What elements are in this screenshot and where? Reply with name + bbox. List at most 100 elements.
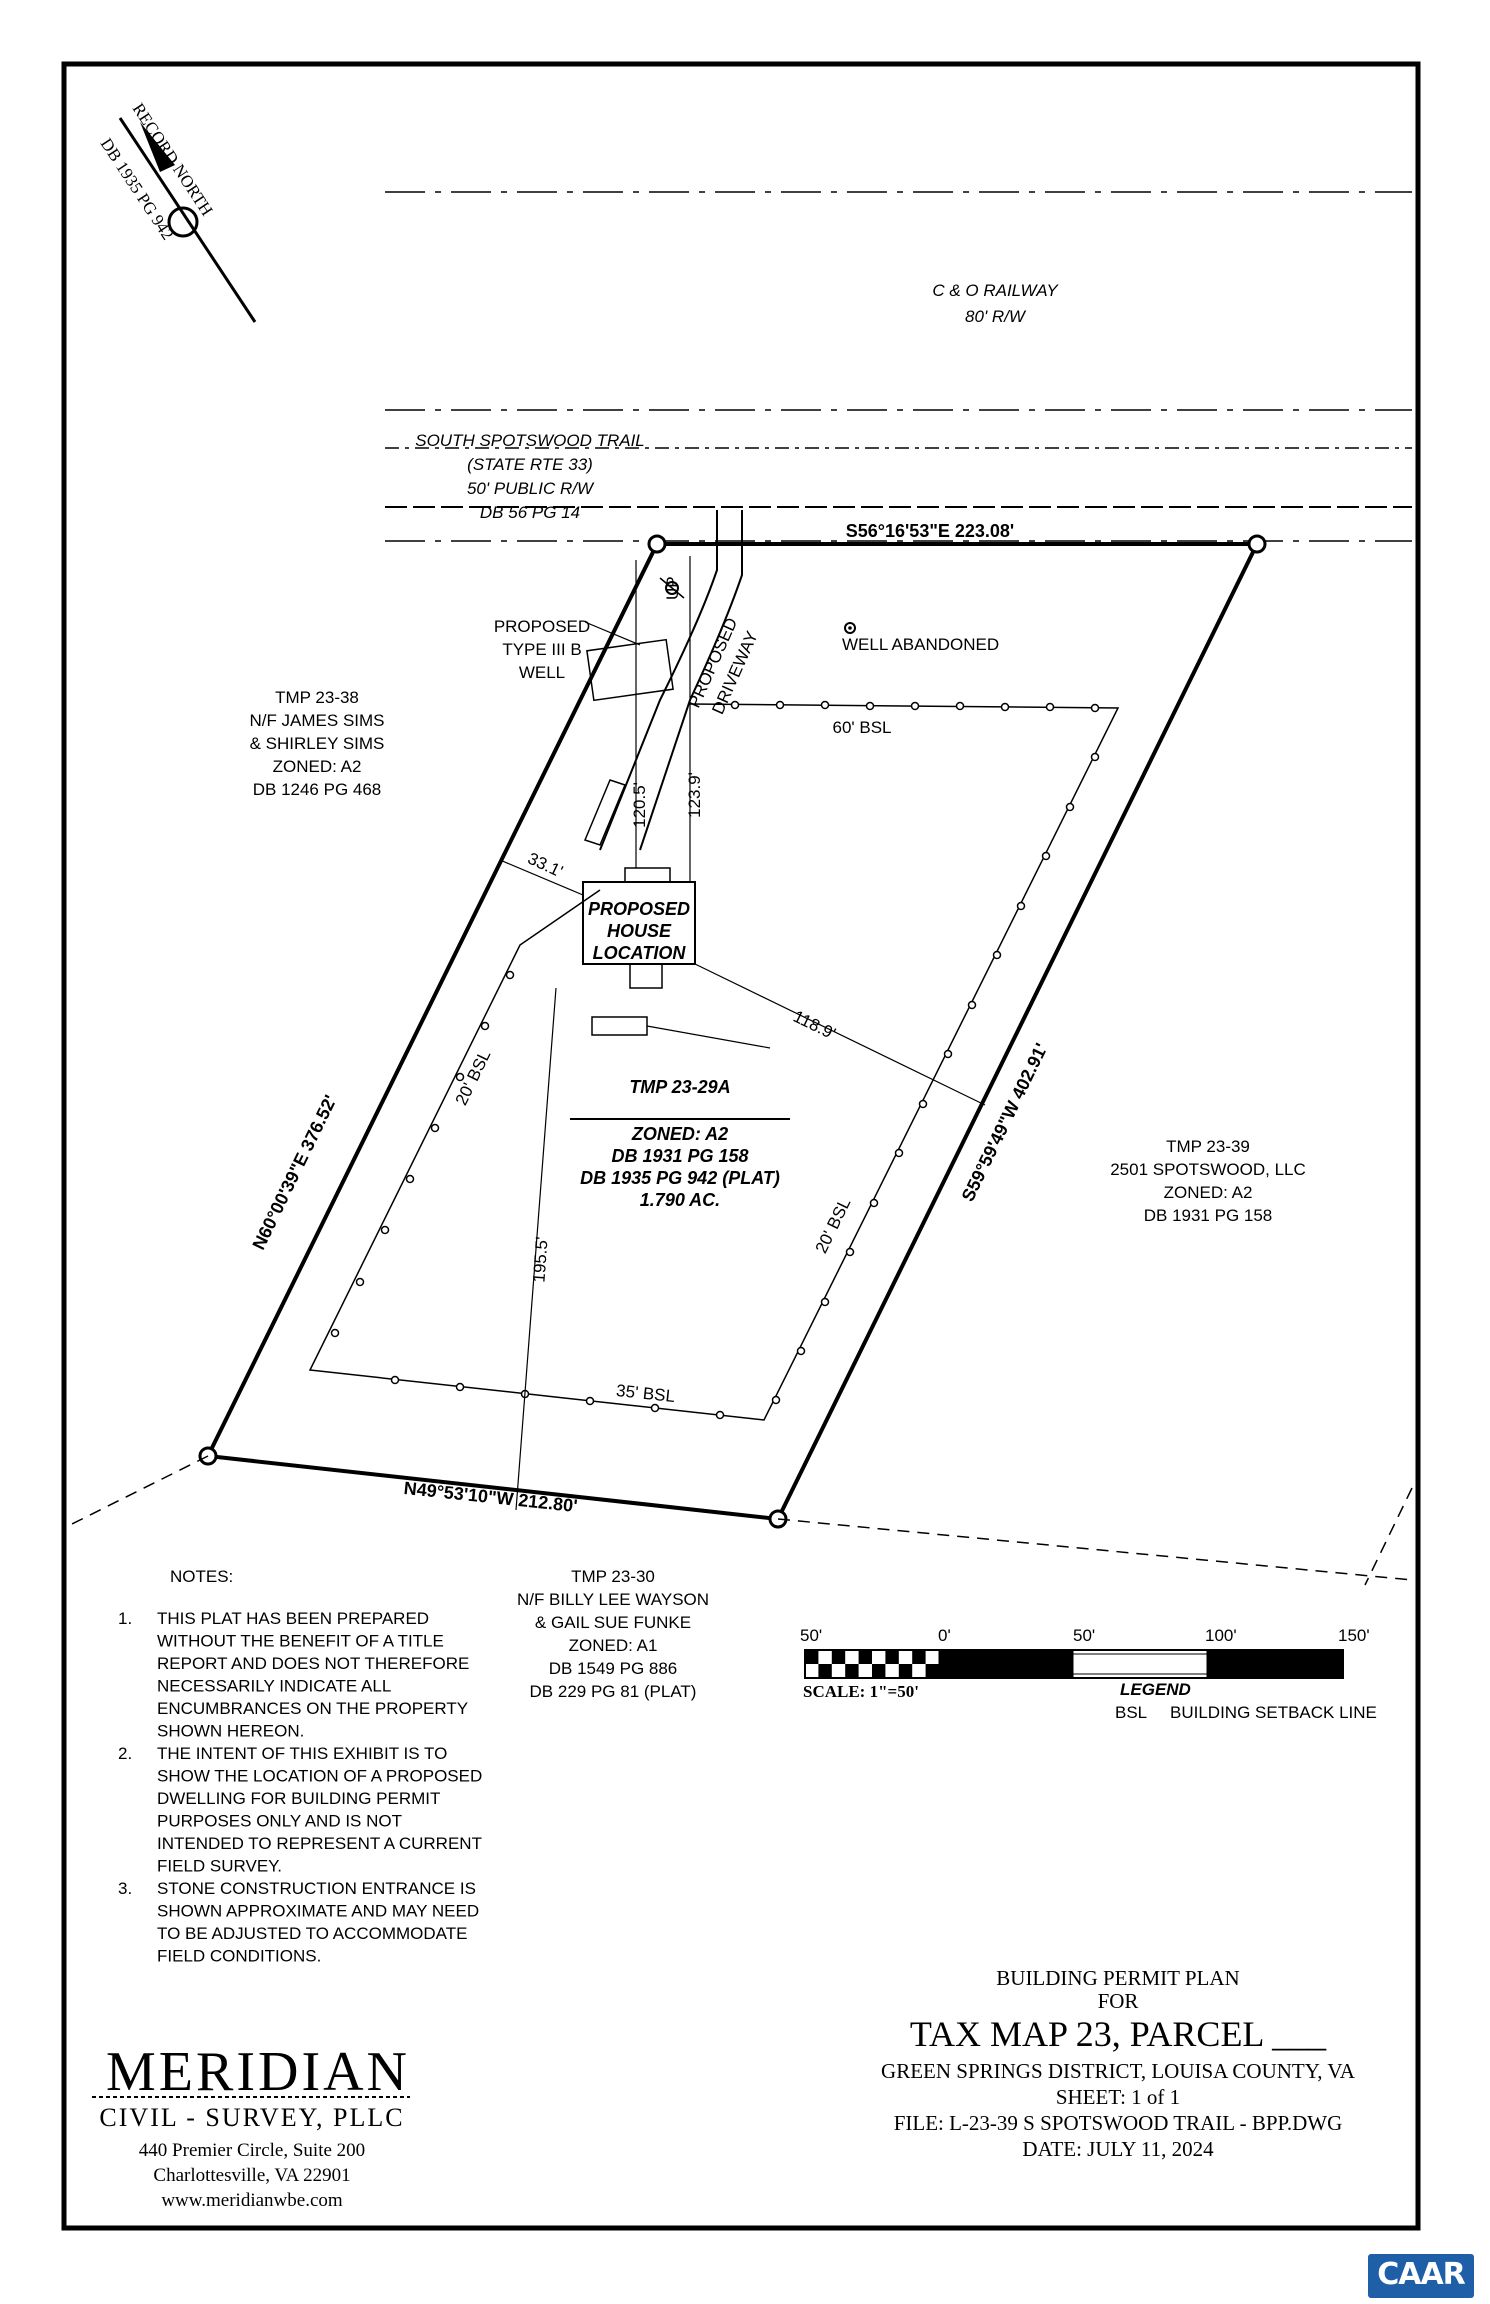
parcel-zoned: ZONED: A2 [631,1124,728,1144]
adjoining-line-east [777,1518,1413,1581]
bearing-top: S56°16'53"E 223.08' [846,521,1014,541]
scale-check [925,1664,939,1678]
caar-badge: CAAR [1368,2254,1474,2298]
adjoiner-west-line: N/F JAMES SIMS [249,711,384,730]
note-line: DWELLING FOR BUILDING PERMIT [157,1789,440,1808]
north-arrow-icon: RECORD NORTH DB 1935 PG 942 [97,100,257,323]
legend-title: LEGEND [1120,1680,1191,1699]
scale-check [912,1650,926,1664]
title-line1: BUILDING PERMIT PLAN [996,1966,1239,1990]
adjoiner-east: TMP 23-39 2501 SPOTSWOOD, LLC ZONED: A2 … [1110,1137,1306,1225]
road-rw: 50' PUBLIC R/W [467,479,595,498]
utility-pole-icon [659,577,685,599]
scale-check [858,1650,872,1664]
note-line: REPORT AND DOES NOT THEREFORE [157,1654,469,1673]
setback-markers [330,700,1100,1420]
scale-label: SCALE: 1"=50' [803,1682,919,1701]
scale-tick: 50' [800,1626,822,1645]
title-sheet: SHEET: 1 of 1 [1056,2085,1180,2109]
scale-check [885,1650,899,1664]
dim-line-195 [515,987,557,1511]
dim-123: 123.9' [685,772,704,818]
note-line: SHOWN HEREON. [157,1722,304,1741]
dim-line-118 [694,963,986,1106]
parcel-db1: DB 1931 PG 158 [611,1146,748,1166]
dim-33: 33.1' [525,849,566,882]
company-sub: CIVIL - SURVEY, PLLC [99,2103,404,2132]
notes-title: NOTES: [170,1567,233,1586]
scale-tick: 150' [1338,1626,1370,1645]
dim-118: 118.9' [790,1007,838,1044]
company-logo: MERIDIAN [106,2041,410,2103]
title-date: DATE: JULY 11, 2024 [1022,2137,1214,2161]
scale-block [938,1649,1074,1679]
well-label-1: PROPOSED [494,617,590,636]
scale-bar [804,1649,1344,1679]
dim-120: 120.5' [630,782,649,828]
railway-rw: 80' R/W [965,307,1027,326]
adjoiner-south: TMP 23-30 N/F BILLY LEE WAYSON & GAIL SU… [517,1567,709,1701]
parcel-db2: DB 1935 PG 942 (PLAT) [580,1168,780,1188]
company-addr1: 440 Premier Circle, Suite 200 [139,2140,365,2161]
notes-list: 1. THIS PLAT HAS BEEN PREPARED WITHOUT THE… [118,1609,482,1966]
adjoiner-west-line: TMP 23-38 [275,688,359,707]
title-district: GREEN SPRINGS DISTRICT, LOUISA COUNTY, V… [881,2059,1356,2083]
adjoiner-south-line: DB 1549 PG 886 [549,1659,678,1678]
legend-code: BSL [1115,1703,1147,1722]
bearing-left: N60°00'39"E 376.52' [248,1092,340,1253]
adjoiner-south-line: N/F BILLY LEE WAYSON [517,1590,709,1609]
scale-check [845,1664,859,1678]
company-web: www.meridianwbe.com [161,2190,343,2211]
note-number: 3. [118,1879,132,1898]
adjoiner-south-line: & GAIL SUE FUNKE [535,1613,691,1632]
company-addr2: Charlottesville, VA 22901 [153,2165,350,2186]
proposed-well-box [586,638,674,702]
note-line: NECESSARILY INDICATE ALL [157,1677,391,1696]
bsl-label-bottom: 35' BSL [615,1381,676,1406]
title-file: FILE: L-23-39 S SPOTSWOOD TRAIL - BPP.DW… [894,2111,1343,2135]
legend-text: BUILDING SETBACK LINE [1170,1703,1377,1722]
driveway-edge-left [599,510,718,851]
setback-line [308,703,1120,1421]
scale-tick: 100' [1205,1626,1237,1645]
note-line: STONE CONSTRUCTION ENTRANCE IS [157,1879,476,1898]
adjoiner-east-line: DB 1931 PG 158 [1144,1206,1273,1225]
pad [591,1016,648,1036]
parcel-tmp: TMP 23-29A [629,1077,730,1097]
house-label-2: HOUSE [607,921,672,941]
note-line: THIS PLAT HAS BEEN PREPARED [157,1609,429,1628]
parcel-area: 1.790 AC. [640,1190,720,1210]
house-stoop [624,867,671,883]
well-label-2: TYPE III B [502,640,581,659]
scale-check [831,1650,846,1664]
adjoiner-west: TMP 23-38 N/F JAMES SIMS & SHIRLEY SIMS … [249,688,384,799]
road-deed: DB 56 PG 14 [480,503,580,522]
note-line: SHOW THE LOCATION OF A PROPOSED [157,1767,482,1786]
note-line: PURPOSES ONLY AND IS NOT [157,1812,402,1831]
house-porch [629,963,663,989]
adjoiner-south-line: TMP 23-30 [571,1567,655,1586]
note-line: ENCUMBRANCES ON THE PROPERTY [157,1699,468,1718]
adjoiner-west-line: DB 1246 PG 468 [253,780,382,799]
note-line: THE INTENT OF THIS EXHIBIT IS TO [157,1744,447,1763]
note-line: INTENDED TO REPRESENT A CURRENT [157,1834,482,1853]
note-line: SHOWN APPROXIMATE AND MAY NEED [157,1902,479,1921]
bearing-bottom: N49°53'10"W 212.80' [403,1478,579,1516]
adjoiner-east-line: 2501 SPOTSWOOD, LLC [1110,1160,1306,1179]
scale-check [872,1664,886,1678]
scale-block [1072,1653,1208,1675]
house-label-1: PROPOSED [588,899,690,919]
note-line: TO BE ADJUSTED TO ACCOMMODATE [157,1924,467,1943]
note-number: 1. [118,1609,132,1628]
note-line: WITHOUT THE BENEFIT OF A TITLE [157,1632,444,1651]
sheet-border [61,61,1421,2231]
adjoining-line-corner [1364,1487,1413,1586]
adjoiner-west-line: ZONED: A2 [273,757,362,776]
scale-tick: 0' [938,1626,951,1645]
well-leader [584,621,641,646]
dim-195: 195.5' [529,1236,551,1283]
house-label-3: LOCATION [593,943,687,963]
well-label-3: WELL [519,663,565,682]
adjoiner-west-line: & SHIRLEY SIMS [250,734,385,753]
